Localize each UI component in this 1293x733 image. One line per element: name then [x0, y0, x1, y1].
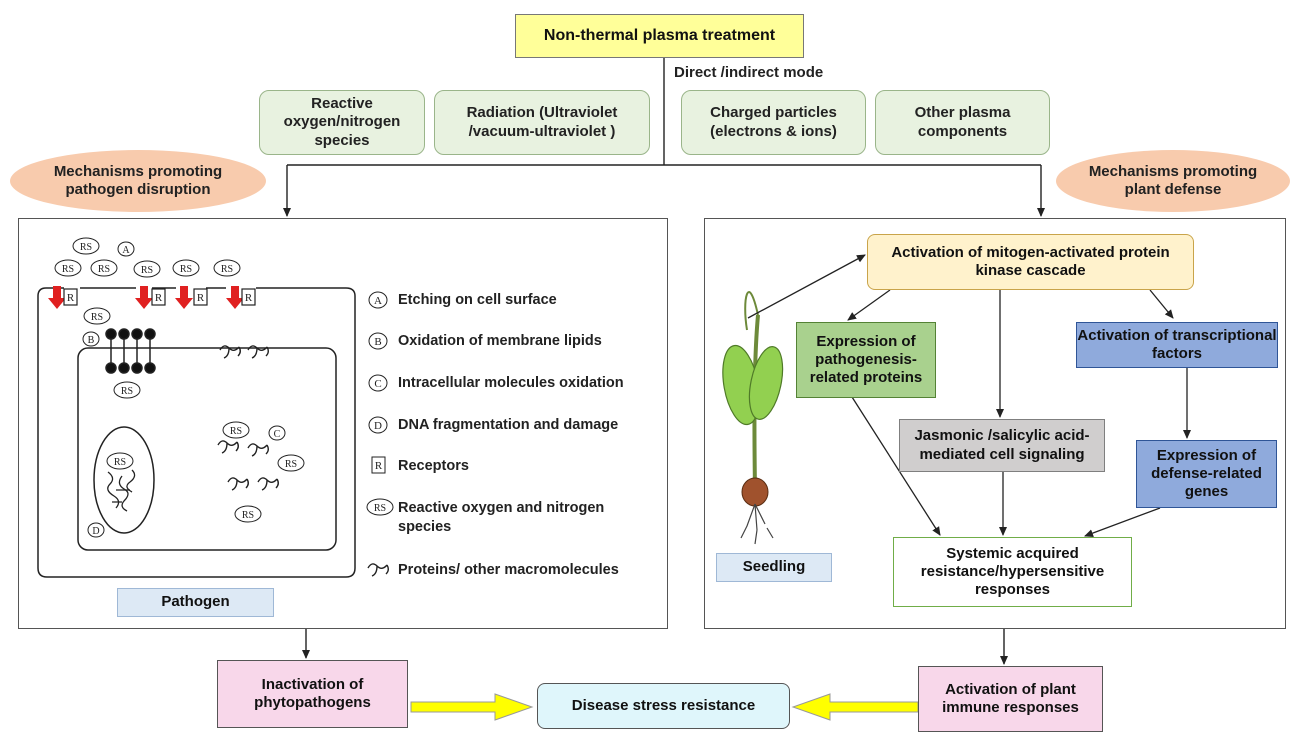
- rs-badge-labels: RS RS RS RS RS RS RS RS RS RS RS RS A B C D: [62, 242, 297, 537]
- sar-box: Systemic acquired resistance/hypersensit…: [893, 537, 1132, 607]
- svg-text:D: D: [374, 420, 382, 432]
- legend-receptors: Receptors: [398, 458, 469, 474]
- component-other: Other plasma components: [875, 90, 1050, 155]
- svg-text:RS: RS: [374, 503, 386, 514]
- right-oval-text: Mechanisms promoting plant defense: [1088, 162, 1258, 198]
- flow-lines: [283, 58, 1045, 665]
- svg-text:RS: RS: [98, 264, 110, 275]
- svg-text:RS: RS: [242, 510, 254, 521]
- yellow-arrows: [410, 693, 919, 721]
- disease-text: Disease stress resistance: [571, 696, 756, 714]
- legend-symbols: [366, 291, 394, 516]
- svg-text:RS: RS: [285, 459, 297, 470]
- left-oval-text: Mechanisms promoting pathogen disruption: [53, 162, 223, 198]
- svg-text:RS: RS: [62, 264, 74, 275]
- component-ros: Reactive oxygen/nitrogen species: [259, 90, 425, 155]
- svg-text:RS: RS: [91, 312, 103, 323]
- mapk-text: Activation of mitogen-activated protein …: [891, 243, 1170, 279]
- component-radiation: Radiation (Ultraviolet /vacuum-ultraviol…: [434, 90, 650, 155]
- mode-label: Direct /indirect mode: [674, 64, 824, 81]
- seedling-icon: [722, 291, 784, 545]
- lipid-bilayer: [105, 328, 156, 374]
- svg-text:R: R: [197, 292, 205, 304]
- inactivation-box: Inactivation of phytopathogens: [217, 660, 408, 728]
- legend-proteins: Proteins/ other macromolecules: [398, 562, 619, 578]
- inactivation-text: Inactivation of phytopathogens: [254, 675, 371, 711]
- svg-text:A: A: [122, 245, 130, 256]
- defense-genes-box: Expression of defense-related genes: [1136, 440, 1277, 508]
- svg-text:RS: RS: [230, 426, 242, 437]
- ja-sa-text: Jasmonic /salicylic acid-mediated cell s…: [914, 427, 1090, 463]
- component-charged-text: Charged particles (electrons & ions): [710, 104, 837, 140]
- svg-text:R: R: [375, 460, 383, 472]
- legend-etching: Etching on cell surface: [398, 292, 557, 308]
- disease-box: Disease stress resistance: [537, 683, 790, 729]
- immune-text: Activation of plant immune responses: [942, 680, 1079, 716]
- pathogen-label-text: Pathogen: [161, 593, 230, 611]
- tf-box: Activation of transcriptional factors: [1076, 322, 1278, 368]
- legend-dna: DNA fragmentation and damage: [398, 417, 619, 433]
- protein-shapes: [217, 345, 279, 491]
- signaling-arrows: [747, 254, 1191, 537]
- left-oval: Mechanisms promoting pathogen disruption: [10, 150, 266, 212]
- pr-proteins-text: Expression of pathogenesis-related prote…: [809, 332, 923, 387]
- legend-protein-icon: [367, 563, 389, 577]
- rs-badges: [54, 237, 305, 538]
- defense-genes-text: Expression of defense-related genes: [1151, 446, 1262, 501]
- receptors: [63, 288, 256, 306]
- immune-box: Activation of plant immune responses: [918, 666, 1103, 732]
- legend-symbol-labels: A B C D R RS: [374, 295, 386, 514]
- svg-text:B: B: [374, 336, 381, 348]
- svg-text:R: R: [67, 292, 75, 304]
- svg-text:RS: RS: [80, 242, 92, 253]
- svg-text:RS: RS: [121, 386, 133, 397]
- svg-text:D: D: [92, 526, 99, 537]
- svg-text:C: C: [374, 378, 381, 390]
- dna-fragments: [107, 469, 136, 512]
- title-text: Non-thermal plasma treatment: [543, 27, 776, 45]
- pathogen-label: Pathogen: [117, 588, 274, 617]
- ja-sa-box: Jasmonic /salicylic acid-mediated cell s…: [899, 419, 1105, 472]
- red-arrows: [48, 286, 244, 309]
- svg-text:B: B: [88, 335, 95, 346]
- svg-text:RS: RS: [221, 264, 233, 275]
- component-radiation-text: Radiation (Ultraviolet /vacuum-ultraviol…: [466, 104, 618, 140]
- legend-reactive-species: Reactive oxygen and nitrogen species: [398, 500, 605, 535]
- cell-drawing: [37, 287, 356, 578]
- svg-text:R: R: [245, 292, 253, 304]
- mapk-box: Activation of mitogen-activated protein …: [867, 234, 1194, 290]
- legend-intracellular: Intracellular molecules oxidation: [398, 375, 624, 391]
- component-ros-text: Reactive oxygen/nitrogen species: [283, 95, 401, 149]
- seedling-label: Seedling: [716, 553, 832, 582]
- component-charged: Charged particles (electrons & ions): [681, 90, 866, 155]
- sar-text: Systemic acquired resistance/hypersensit…: [920, 544, 1105, 599]
- pr-proteins-box: Expression of pathogenesis-related prote…: [796, 322, 936, 398]
- svg-text:RS: RS: [180, 264, 192, 275]
- svg-text:R: R: [155, 292, 163, 304]
- svg-text:A: A: [374, 295, 382, 307]
- plant-panel: [704, 218, 1286, 629]
- tf-text: Activation of transcriptional factors: [1077, 326, 1277, 362]
- seedling-label-text: Seedling: [742, 558, 806, 576]
- svg-text:RS: RS: [114, 457, 126, 468]
- legend-oxidation-lipids: Oxidation of membrane lipids: [398, 333, 602, 349]
- pathogen-panel: [18, 218, 668, 629]
- right-oval: Mechanisms promoting plant defense: [1056, 150, 1290, 212]
- title-box: Non-thermal plasma treatment: [515, 14, 804, 58]
- svg-text:C: C: [274, 429, 281, 440]
- component-other-text: Other plasma components: [914, 104, 1011, 140]
- svg-text:RS: RS: [141, 265, 153, 276]
